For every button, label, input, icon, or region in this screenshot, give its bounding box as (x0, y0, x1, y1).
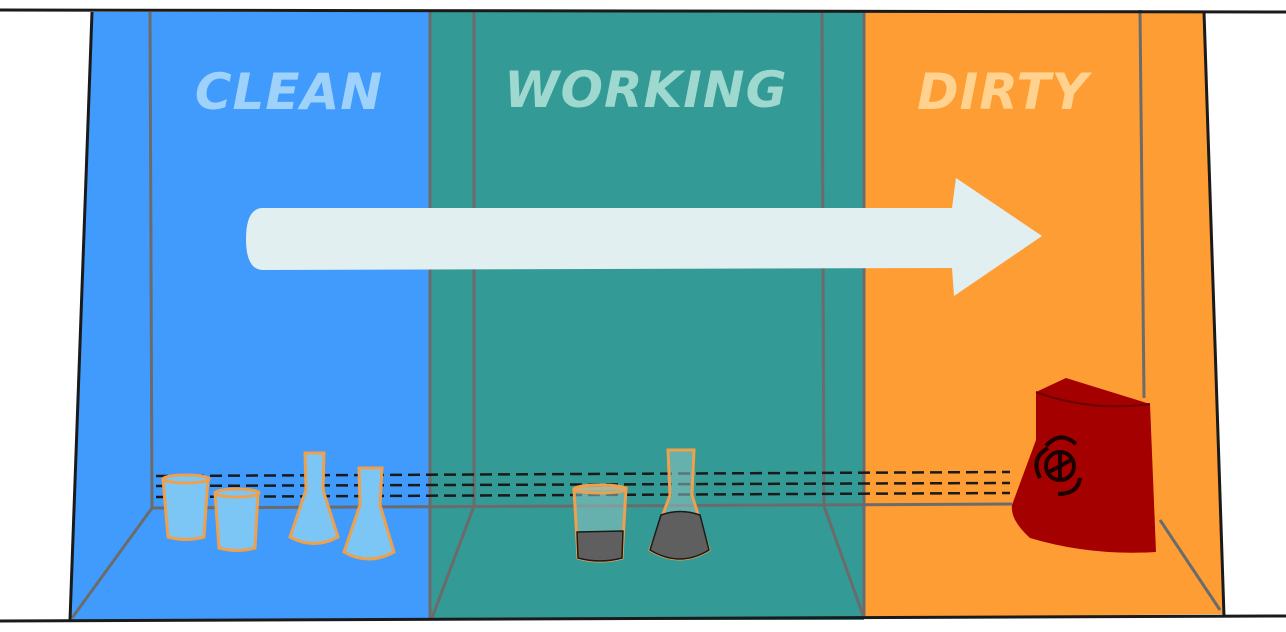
biohazard-bag-body (1011, 378, 1156, 553)
biohazard-icon (1034, 435, 1082, 496)
clean-flask-1 (288, 451, 340, 545)
clean-beaker-2-rim (213, 487, 261, 499)
dirty-zone-label: DIRTY (917, 63, 1092, 121)
working-zone (430, 12, 864, 620)
biohazard-bag-fold (1035, 391, 1151, 408)
working-glassware (572, 448, 711, 563)
working-beaker-liquid (576, 530, 624, 562)
working-beaker-rim (572, 483, 628, 495)
biohazard-waste-bag (1011, 378, 1156, 553)
clean-beaker-1 (161, 476, 210, 541)
clean-beaker-1-rim (161, 473, 211, 485)
front-grille (155, 470, 1011, 499)
cabinet-outline (0, 8, 1286, 623)
working-zone-label: WORKING (504, 61, 787, 119)
arrow-right-icon (246, 178, 1042, 296)
clean-flask-2 (342, 466, 396, 561)
clean-beaker-2 (213, 490, 260, 552)
clean-zone (70, 12, 430, 620)
clean-zone-label: CLEAN (195, 63, 383, 121)
clean-glassware (161, 451, 396, 561)
working-flask-liquid (649, 510, 710, 560)
